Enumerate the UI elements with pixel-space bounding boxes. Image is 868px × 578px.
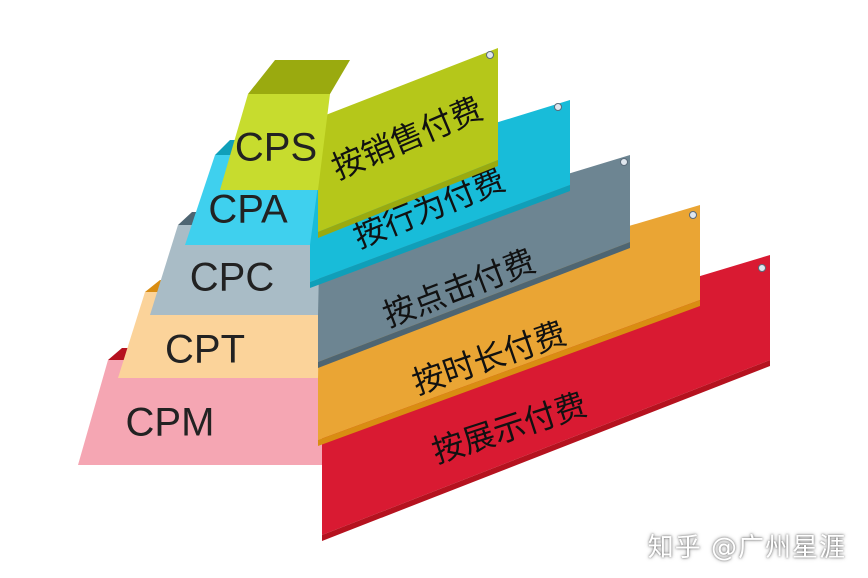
tier-cpm-side-band bbox=[322, 255, 770, 535]
tier-cpm-code-label: CPM bbox=[126, 401, 215, 445]
tier-cpt-pin-icon bbox=[689, 211, 697, 219]
watermark: 知乎 @广州星涯 bbox=[647, 533, 846, 563]
tier-cps-front-face bbox=[220, 94, 330, 190]
tier-cps-pin-icon bbox=[486, 51, 494, 59]
tier-cpt-code-label: CPT bbox=[165, 328, 245, 372]
tier-cpa-band-edge bbox=[310, 185, 570, 288]
tier-cpm-front-face bbox=[78, 360, 322, 465]
tier-cpm-band-edge bbox=[322, 360, 770, 541]
tier-cps-code-label: CPS bbox=[235, 126, 317, 170]
tier-cpm-pin-icon bbox=[758, 264, 766, 272]
tier-cpc-pin-icon bbox=[620, 158, 628, 166]
tier-cpc-front-face bbox=[150, 225, 320, 315]
tier-cpa-pin-icon bbox=[554, 103, 562, 111]
tier-cps-top-face bbox=[248, 60, 350, 94]
tier-cps-band-edge bbox=[318, 160, 498, 238]
tier-cpa-side-band bbox=[310, 100, 570, 282]
tier-cpc-code-label: CPC bbox=[190, 256, 274, 300]
tier-cpt-side-band bbox=[318, 205, 700, 440]
tier-cpc-side-band bbox=[318, 155, 630, 362]
tier-cps-side-band bbox=[318, 48, 498, 232]
tier-cpt-band-edge bbox=[318, 300, 700, 446]
tier-cpa-code-label: CPA bbox=[208, 188, 288, 232]
tier-cpc-band-edge bbox=[318, 242, 630, 368]
